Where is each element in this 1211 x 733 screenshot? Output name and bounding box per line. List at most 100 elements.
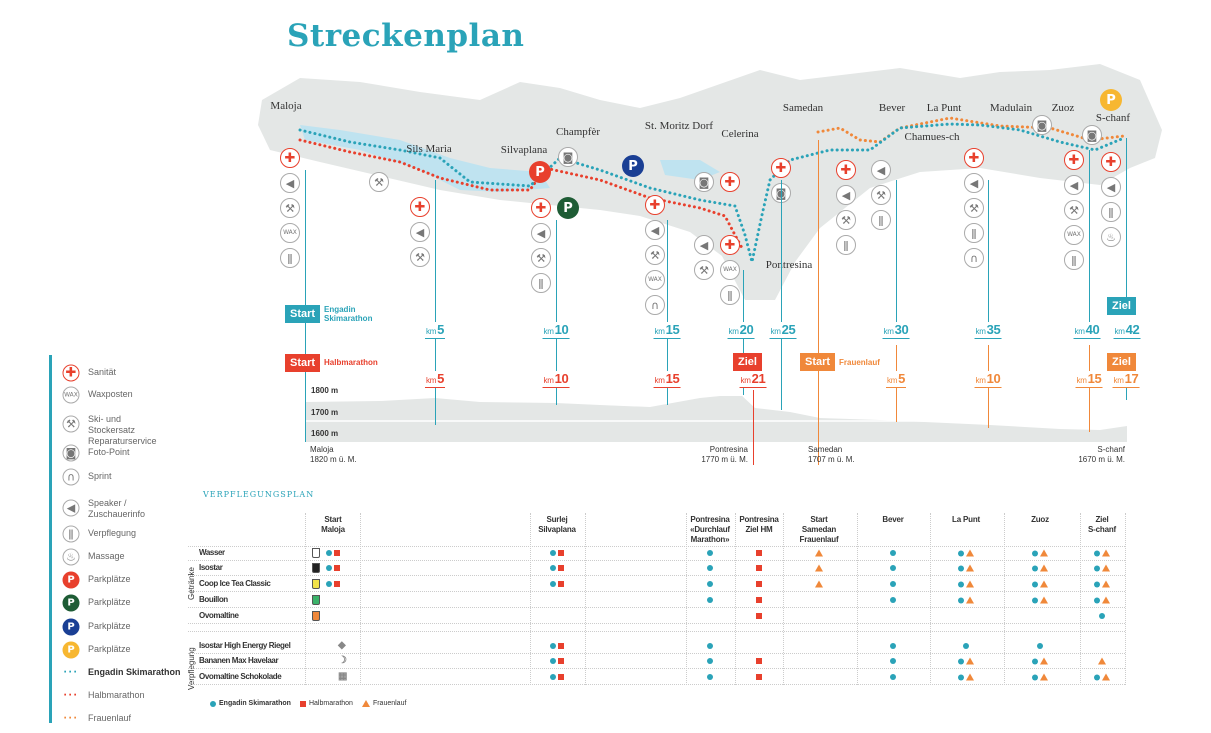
elevation-tick: 1600 m (311, 429, 339, 438)
header-line: Bever (882, 515, 904, 524)
camera-icon: ◙ (1032, 115, 1052, 135)
wrench-icon: ⚒ (62, 415, 80, 433)
town-label: Madulain (989, 102, 1033, 114)
half-marker (334, 550, 340, 556)
location-name: S-chanf (1097, 445, 1125, 454)
table-cell-marks (756, 581, 762, 587)
marathon-marker (958, 674, 964, 680)
half-marker (558, 565, 564, 571)
parking-yellow-icon: P (1100, 89, 1122, 111)
table-cell-marks (756, 565, 762, 571)
marathon-marker (1094, 581, 1100, 587)
wrench-icon: ⚒ (369, 172, 389, 192)
half-marker (558, 658, 564, 664)
table-cell-marks (1032, 673, 1048, 681)
km-value: 15 (1087, 371, 1102, 386)
marathon-marker (1032, 597, 1038, 603)
speaker-icon: ◀ (531, 223, 551, 243)
legend-label: Parkplätze (88, 644, 131, 654)
start-marathon-sub: Engadin Skimarathon (324, 305, 373, 323)
location-altitude: 1670 m ü. M. (1078, 455, 1125, 464)
marathon-marker (890, 550, 896, 556)
marathon-marker (1037, 643, 1043, 649)
table-divider (1004, 513, 1005, 685)
km-value: 15 (665, 322, 680, 337)
marathon-marker (958, 581, 964, 587)
table-divider (585, 513, 586, 685)
half-marker (756, 613, 762, 619)
camera-icon: ◙ (558, 147, 578, 167)
food-icon: ǁ (62, 525, 80, 543)
table-cell-marks (550, 674, 564, 680)
legend-label: Sanität (88, 367, 117, 377)
wrench-icon: ⚒ (410, 247, 430, 267)
km-value: 10 (554, 371, 569, 386)
marker-line (1126, 138, 1127, 300)
ziel-marathon-badge: Ziel (1107, 297, 1136, 315)
marathon-marker (1032, 550, 1038, 556)
marker-line (896, 180, 897, 330)
wax-icon: WAX (62, 386, 80, 404)
sanitaet-icon: ✚ (1064, 150, 1084, 170)
camera-icon: ◙ (62, 444, 80, 462)
sanitaet-icon: ✚ (410, 197, 430, 217)
route-frauen-icon: ··· (63, 710, 79, 725)
table-cell-marks (1032, 596, 1048, 604)
table-divider (857, 513, 858, 685)
table-cell-marks (707, 643, 713, 649)
town-label: Sils Maria (406, 143, 452, 155)
speaker-icon: ◀ (62, 499, 80, 517)
km-prefix: km (883, 327, 894, 336)
marathon-marker (707, 550, 713, 556)
half-marker (756, 581, 762, 587)
legend-label: Parkplätze (88, 621, 131, 631)
marathon-marker (550, 658, 556, 664)
table-cell-marks (707, 550, 713, 556)
frauen-marker (966, 580, 974, 588)
half-marker (558, 643, 564, 649)
row-label: Bananen Max Havelaar (199, 656, 279, 665)
table-row-rule (188, 575, 1125, 576)
town-label: Celerina (721, 128, 759, 140)
table-cell-marks (958, 580, 974, 588)
km-value: 5 (437, 322, 445, 337)
frauen-marker (966, 564, 974, 572)
km-marker: km15 (1075, 371, 1103, 388)
marker-line (435, 180, 436, 425)
sanitaet-icon: ✚ (62, 364, 80, 382)
marathon-marker (958, 597, 964, 603)
marathon-marker (707, 643, 713, 649)
food-icon: ǁ (871, 210, 891, 230)
table-divider (930, 513, 931, 685)
frauen-marker (966, 673, 974, 681)
table-cell-marks (958, 564, 974, 572)
table-cell-marks (756, 613, 762, 619)
row-label: Bouillon (199, 595, 228, 604)
table-divider (1125, 513, 1126, 685)
table-cell-marks (1094, 580, 1110, 588)
park-yellow-icon: P (62, 641, 80, 659)
km-marker: km30 (882, 322, 910, 339)
speaker-icon: ◀ (410, 222, 430, 242)
wrench-icon: ⚒ (1064, 200, 1084, 220)
town-label: Pontresina (765, 259, 813, 271)
food-icon: ǁ (1101, 202, 1121, 222)
frauen-marker (1098, 657, 1106, 665)
table-cell-marks (1094, 596, 1110, 604)
table-row-rule (188, 607, 1125, 608)
marathon-marker (550, 565, 556, 571)
km-marker: km10 (542, 371, 570, 388)
half-marker (756, 565, 762, 571)
legend-label: Parkplätze (88, 597, 131, 607)
marathon-marker (1094, 597, 1100, 603)
marathon-marker (958, 550, 964, 556)
marathon-marker (1032, 581, 1038, 587)
table-cell-marks (707, 565, 713, 571)
frauen-marker (1102, 549, 1110, 557)
marathon-marker (958, 658, 964, 664)
